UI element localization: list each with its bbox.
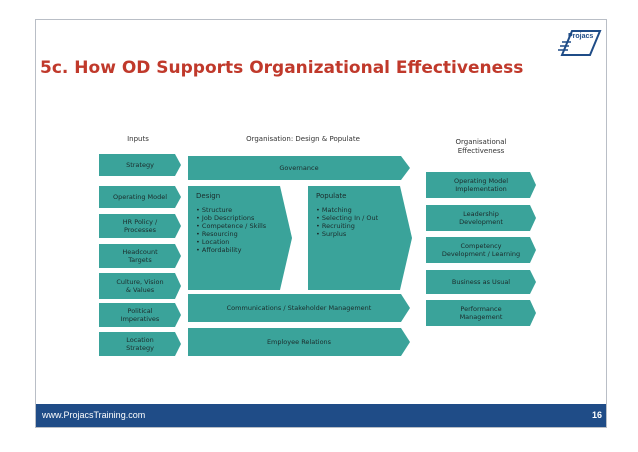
communications-label: Communications / Stakeholder Management xyxy=(226,304,372,312)
output-competency-line1: Competency xyxy=(460,242,502,250)
design-list: Structure Job Descriptions Competence / … xyxy=(196,206,266,254)
output-performance: Performance Management xyxy=(426,300,536,326)
design-box: Design Structure Job Descriptions Compet… xyxy=(188,186,292,290)
page-number: 16 xyxy=(592,410,603,420)
inputs-header: Inputs xyxy=(127,135,149,143)
populate-item: Surplus xyxy=(316,230,378,238)
input-headcount-line1: Headcount xyxy=(122,248,158,256)
populate-item: Recruiting xyxy=(316,222,378,230)
output-business-label: Business as Usual xyxy=(451,278,511,286)
projacs-logo-icon xyxy=(558,30,602,56)
output-leadership: Leadership Development xyxy=(426,205,536,231)
output-operating-model-line1: Operating Model xyxy=(453,177,509,185)
governance-label: Governance xyxy=(279,164,319,172)
input-political-imperatives: Political Imperatives xyxy=(99,303,181,327)
input-headcount-targets: Headcount Targets xyxy=(99,244,181,268)
effectiveness-header-line2: Effectiveness xyxy=(457,147,505,155)
output-competency: Competency Development / Learning xyxy=(426,237,536,263)
output-leadership-line2: Development xyxy=(459,218,503,226)
design-item: Affordability xyxy=(196,246,266,254)
communications-arrow: Communications / Stakeholder Management xyxy=(188,294,410,322)
populate-item: Matching xyxy=(316,206,378,214)
populate-item: Selecting In / Out xyxy=(316,214,378,222)
output-operating-model: Operating Model Implementation xyxy=(426,172,536,198)
input-location-line2: Strategy xyxy=(126,344,154,352)
slide-frame xyxy=(35,19,607,428)
design-item: Job Descriptions xyxy=(196,214,266,222)
input-operating-model-label: Operating Model xyxy=(112,193,168,201)
employee-relations-label: Employee Relations xyxy=(266,338,332,346)
output-operating-model-line2: Implementation xyxy=(455,185,507,193)
employee-relations-arrow: Employee Relations xyxy=(188,328,410,356)
input-culture-vision: Culture, Vision & Values xyxy=(99,273,181,299)
input-headcount-line2: Targets xyxy=(128,256,152,264)
populate-list: Matching Selecting In / Out Recruiting S… xyxy=(316,206,378,238)
footer-url[interactable]: www.ProjacsTraining.com xyxy=(42,410,146,420)
populate-title: Populate xyxy=(316,192,347,200)
output-competency-line2: Development / Learning xyxy=(441,250,521,258)
design-item: Location xyxy=(196,238,266,246)
organisation-header: Organisation: Design & Populate xyxy=(246,135,360,143)
input-culture-line1: Culture, Vision xyxy=(116,278,164,286)
input-location-line1: Location xyxy=(126,336,154,344)
design-title: Design xyxy=(196,192,221,200)
input-hr-policy: HR Policy / Processes xyxy=(99,214,181,238)
footer-bar xyxy=(36,404,606,427)
output-performance-line2: Management xyxy=(459,313,503,321)
input-hr-policy-line2: Processes xyxy=(123,226,157,234)
governance-arrow: Governance xyxy=(188,156,410,180)
design-item: Structure xyxy=(196,206,266,214)
effectiveness-header: Organisational Effectiveness xyxy=(426,138,536,156)
effectiveness-header-line1: Organisational xyxy=(455,138,507,146)
input-location-strategy: Location Strategy xyxy=(99,332,181,356)
input-hr-policy-line1: HR Policy / xyxy=(122,218,158,226)
logo-text: Projacs xyxy=(568,33,594,40)
od-diagram: Inputs Organisation: Design & Populate O… xyxy=(88,130,546,363)
input-operating-model: Operating Model xyxy=(99,186,181,208)
output-business-as-usual: Business as Usual xyxy=(426,270,536,294)
output-leadership-line1: Leadership xyxy=(463,210,499,218)
input-strategy: Strategy xyxy=(99,154,181,176)
populate-box: Populate Matching Selecting In / Out Rec… xyxy=(308,186,412,290)
input-political-line1: Political xyxy=(127,307,153,315)
input-strategy-label: Strategy xyxy=(126,161,154,169)
design-item: Resourcing xyxy=(196,230,266,238)
slide-title: 5c. How OD Supports Organizational Effec… xyxy=(40,58,524,78)
input-political-line2: Imperatives xyxy=(120,315,160,323)
design-item: Competence / Skills xyxy=(196,222,266,230)
input-culture-line2: & Values xyxy=(125,286,155,294)
output-performance-line1: Performance xyxy=(460,305,502,313)
